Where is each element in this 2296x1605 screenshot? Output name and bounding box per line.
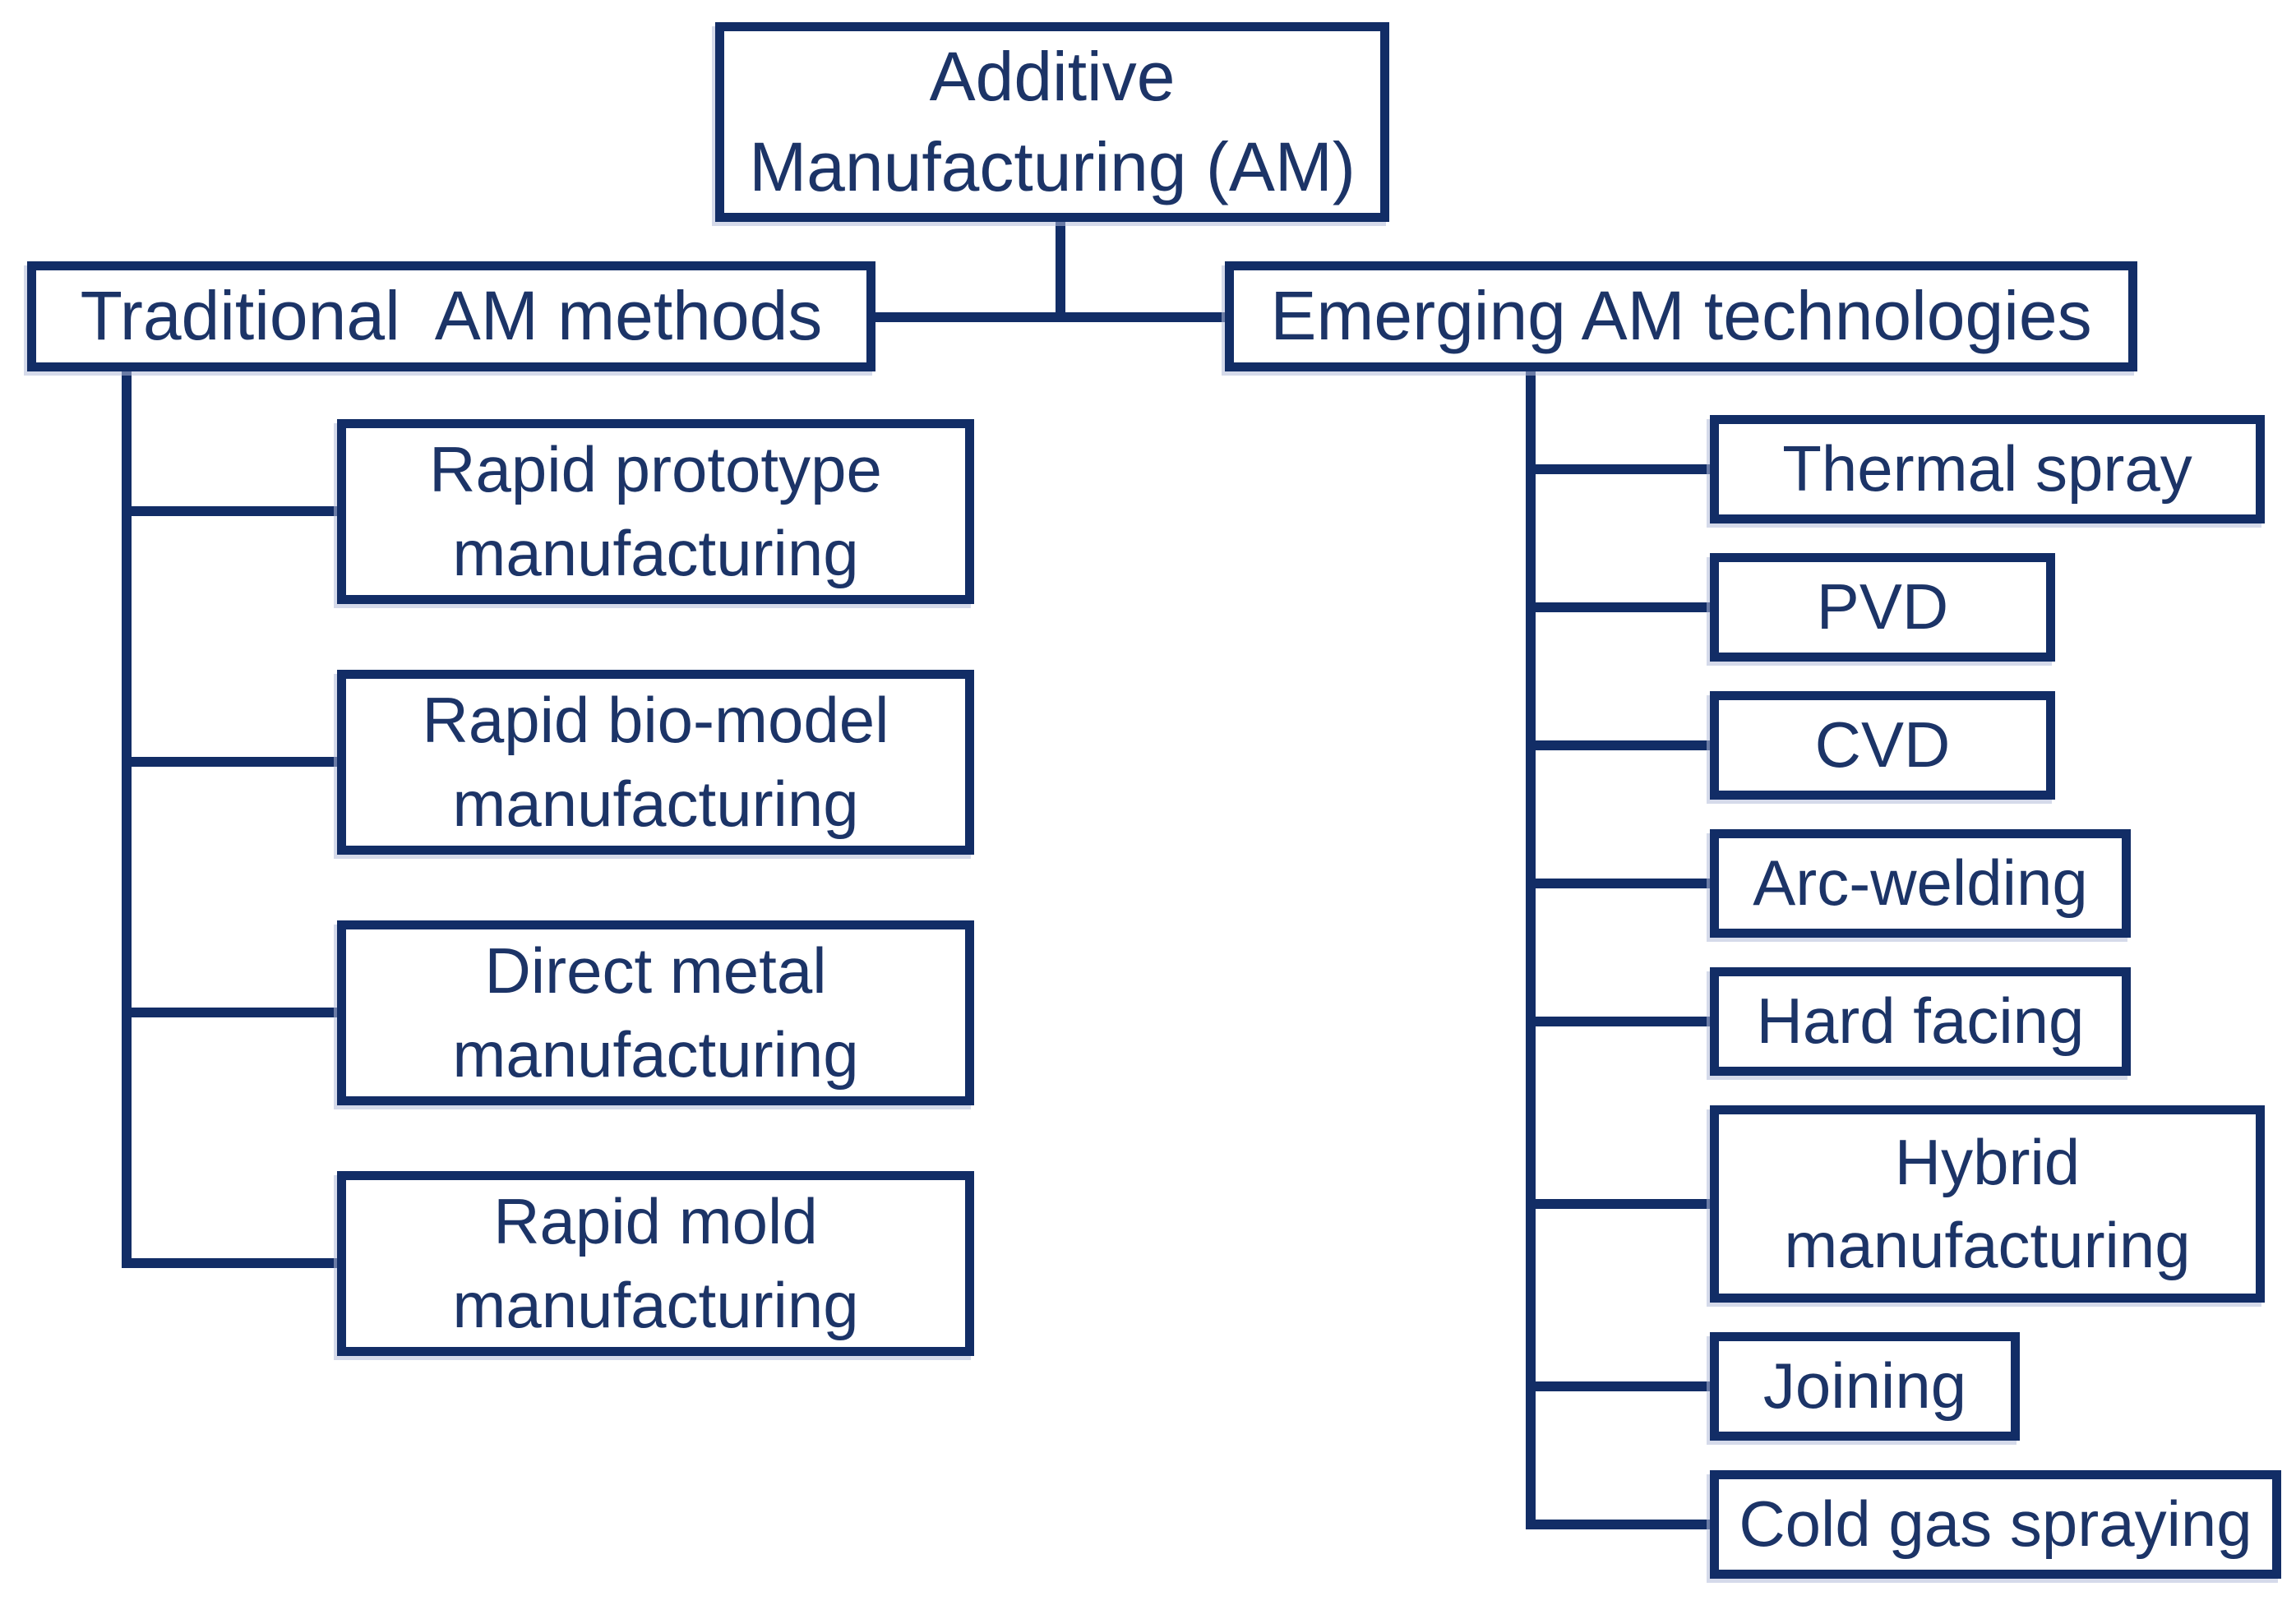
- node-label: Rapid prototype manufacturing: [429, 433, 900, 589]
- node-cold-gas-spraying: Cold gas spraying: [1710, 1470, 2281, 1579]
- node-label: Additive Manufacturing (AM): [749, 38, 1356, 205]
- node-rapid-bio-model-manufacturing: Rapid bio-model manufacturing: [337, 670, 974, 855]
- node-traditional-am-methods: Traditional AM methods: [27, 261, 875, 371]
- node-cvd: CVD: [1710, 691, 2055, 800]
- node-label: Rapid mold manufacturing: [452, 1185, 859, 1341]
- node-label: CVD: [1814, 708, 1951, 782]
- connector-hard-facing: [1531, 1017, 1710, 1026]
- connector-arc-welding: [1531, 879, 1710, 888]
- connector-hybrid-manufacturing: [1531, 1199, 1710, 1209]
- node-hard-facing: Hard facing: [1710, 967, 2131, 1076]
- connector-rapid-prototype: [127, 506, 337, 516]
- connector-cvd: [1531, 740, 1710, 750]
- node-label: Joining: [1762, 1349, 1967, 1423]
- node-direct-metal-manufacturing: Direct metal manufacturing: [337, 920, 974, 1105]
- node-label: Emerging AM technologies: [1270, 277, 2092, 355]
- connector-rapid-mold: [127, 1258, 337, 1268]
- node-rapid-prototype-manufacturing: Rapid prototype manufacturing: [337, 419, 974, 604]
- node-label: Hard facing: [1756, 985, 2085, 1058]
- node-label: Arc-welding: [1753, 846, 2088, 920]
- right-trunk: [1526, 371, 1536, 1529]
- node-label: Direct metal manufacturing: [452, 934, 859, 1091]
- node-thermal-spray: Thermal spray: [1710, 415, 2265, 523]
- connector-rapid-bio-model: [127, 757, 337, 767]
- node-additive-manufacturing: Additive Manufacturing (AM): [715, 22, 1389, 222]
- connector-thermal-spray: [1531, 464, 1710, 474]
- connector-cold-gas-spraying: [1531, 1520, 1710, 1529]
- node-rapid-mold-manufacturing: Rapid mold manufacturing: [337, 1171, 974, 1356]
- node-pvd: PVD: [1710, 553, 2055, 662]
- connector-root-vertical: [1056, 222, 1065, 317]
- connector-joining: [1531, 1381, 1710, 1391]
- node-label: Traditional AM methods: [80, 277, 823, 355]
- node-label: Thermal spray: [1782, 432, 2192, 505]
- node-arc-welding: Arc-welding: [1710, 829, 2131, 938]
- node-label: Rapid bio-model manufacturing: [422, 684, 908, 840]
- node-label: Cold gas spraying: [1739, 1487, 2252, 1561]
- left-trunk: [122, 371, 132, 1268]
- connector-pvd: [1531, 602, 1710, 612]
- node-label: PVD: [1816, 570, 1949, 643]
- node-joining: Joining: [1710, 1332, 2020, 1441]
- node-emerging-am-technologies: Emerging AM technologies: [1225, 261, 2137, 371]
- connector-direct-metal: [127, 1008, 337, 1017]
- connector-junction-bar: [875, 312, 1225, 322]
- node-hybrid-manufacturing: Hybrid manufacturing: [1710, 1105, 2265, 1303]
- node-label: Hybrid manufacturing: [1784, 1125, 2191, 1281]
